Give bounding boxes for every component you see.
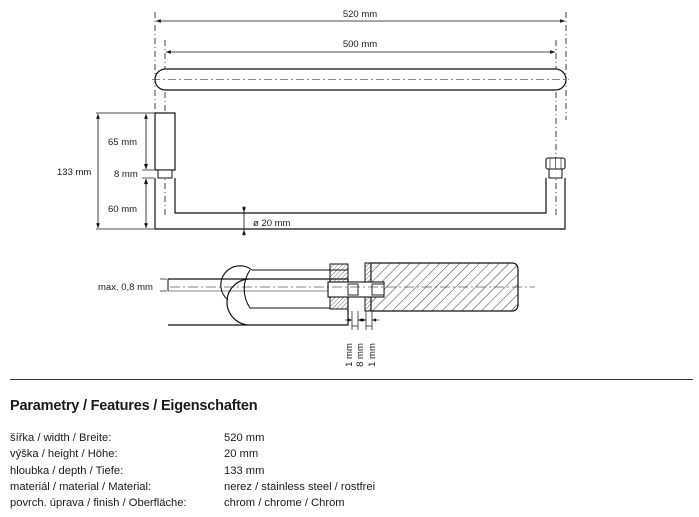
spec-row-height: výška / height / Höhe: 20 mm: [10, 446, 570, 462]
spec-label: materiál / material / Material:: [10, 481, 152, 494]
side-bar: [154, 178, 566, 230]
spec-value: 133 mm: [224, 464, 265, 477]
specs-title: Parametry / Features / Eigenschaften: [10, 398, 258, 414]
overall-width-label: 520 mm: [343, 9, 377, 20]
bar-diameter-label: ø 20 mm: [253, 218, 291, 229]
spec-value: nerez / stainless steel / rostfrei: [224, 481, 376, 494]
specs-table: šířka / width / Breite: 520 mm výška / h…: [10, 430, 570, 511]
detail-view: max. 0,8 mm 1 mm 8 mm 1 mm: [98, 262, 535, 367]
technical-drawing: 520 mm 500 mm 133 mm 65: [54, 8, 569, 367]
detail-tube-outer: [168, 278, 251, 326]
spec-label: šířka / width / Breite:: [10, 432, 112, 445]
total-height-label: 133 mm: [57, 167, 91, 178]
bottom-post-height-label: 60 mm: [108, 204, 137, 215]
section-divider: [10, 379, 693, 380]
mounting-width-label: 500 mm: [343, 39, 377, 50]
spec-label: výška / height / Höhe:: [10, 448, 118, 461]
spec-row-material: materiál / material / Material: nerez / …: [10, 479, 570, 495]
detail-mid-label: 8 mm: [355, 343, 366, 367]
top-post-height-label: 65 mm: [108, 137, 137, 148]
spec-value: chrom / chrome / Chrom: [224, 497, 345, 510]
spec-row-width: šířka / width / Breite: 520 mm: [10, 430, 570, 446]
spec-row-finish: povrch. úprava / finish / Oberfläche: ch…: [10, 495, 570, 511]
side-view: 133 mm 65 mm 8 mm 60 mm ø 20 mm: [54, 112, 566, 236]
detail-left-label: 1 mm: [344, 343, 355, 367]
gap-height-label: 8 mm: [114, 169, 138, 180]
detail-right-label: 1 mm: [367, 343, 378, 367]
max-wall-label: max. 0,8 mm: [98, 282, 153, 293]
spec-value: 20 mm: [224, 448, 259, 461]
spec-row-depth: hloubka / depth / Tiefe: 133 mm: [10, 463, 570, 479]
top-view: 520 mm 500 mm: [152, 8, 569, 218]
spec-value: 520 mm: [224, 432, 265, 445]
left-post: [154, 112, 176, 171]
spec-label: povrch. úprava / finish / Oberfläche:: [10, 497, 187, 510]
spec-label: hloubka / depth / Tiefe:: [10, 464, 124, 477]
